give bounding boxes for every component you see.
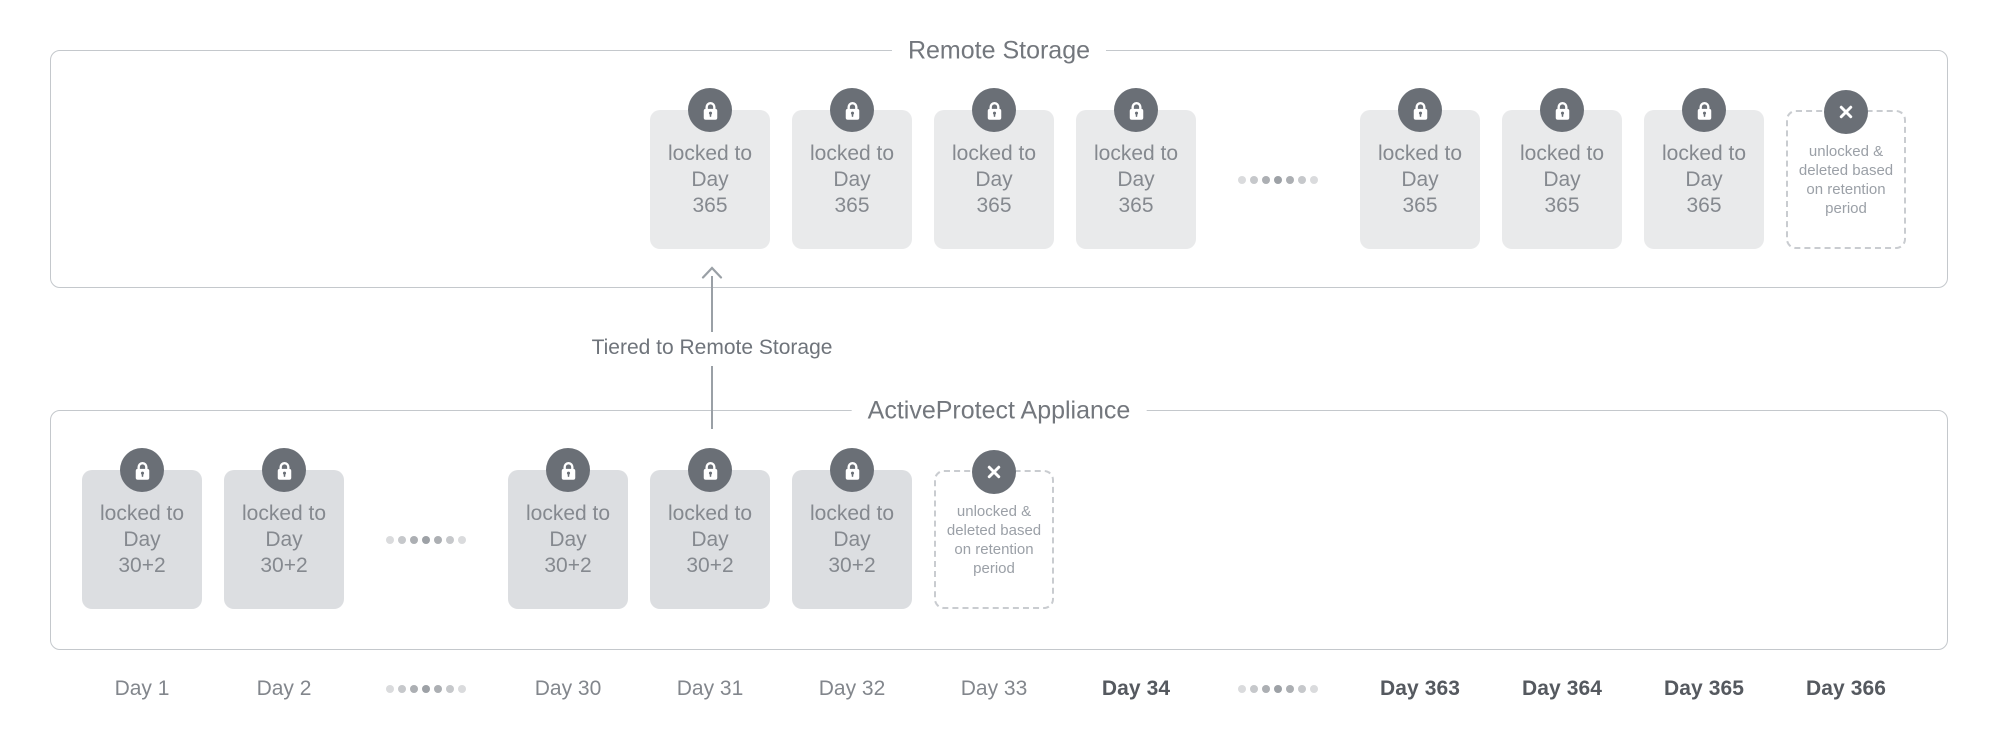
locked-backup-cell: locked to Day 365 [1360,88,1480,249]
dot [398,535,406,544]
locked-backup-cell: locked to Day 30+2 [82,448,202,609]
cell-label: unlocked & deleted based on retention pe… [946,502,1042,577]
cell-label: locked to Day 30+2 [525,501,611,577]
arrow-shaft-upper [711,276,713,332]
activeprotect-appliance-panel: ActiveProtect Appliance [50,396,1948,650]
dot [1238,175,1246,184]
dot [1274,175,1282,184]
axis-label-day-33: Day 33 [960,677,1028,700]
cell-label: locked to Day 365 [809,141,895,217]
cell-label: locked to Day 365 [1377,141,1463,217]
dot [434,535,442,544]
cell-label: locked to Day 365 [1093,141,1179,217]
locked-backup-cell: locked to Day 30+2 [650,448,770,609]
lock-icon [546,448,590,492]
locked-backup-cell: locked to Day 30+2 [224,448,344,609]
dot [1274,685,1282,693]
activeprotect-appliance-title: ActiveProtect Appliance [851,396,1147,426]
locked-backup-cell: locked to Day 365 [792,88,912,249]
dot [1310,685,1318,693]
dot [1286,175,1294,184]
axis-label-day-363: Day 363 [1379,677,1461,700]
axis-label-day-365: Day 365 [1663,677,1745,700]
dot [386,535,394,544]
axis-label-day-30: Day 30 [534,677,602,700]
dot [1298,175,1306,184]
locked-backup-cell: locked to Day 365 [1644,88,1764,249]
dot [1238,685,1246,693]
cell-label: locked to Day 30+2 [809,501,895,577]
lock-icon [830,88,874,132]
arrow-up-head [701,266,723,279]
dot [446,685,454,693]
dot [410,535,418,544]
ellipsis-dots [386,685,466,693]
cell-label: locked to Day 365 [951,141,1037,217]
lock-icon [688,88,732,132]
unlocked-backup-cell: unlocked & deleted based on retention pe… [934,450,1054,609]
remote-storage-title: Remote Storage [891,36,1107,66]
dot [1262,175,1270,184]
lock-icon [120,448,164,492]
x-circle-icon [972,450,1016,494]
dot [398,685,406,693]
ellipsis-dots [1238,685,1318,693]
dot [446,535,454,544]
cell-label: locked to Day 365 [667,141,753,217]
remote-storage-panel: Remote Storage [50,36,1948,288]
locked-backup-cell: locked to Day 365 [934,88,1054,249]
axis-label-day-31: Day 31 [676,677,744,700]
dot [1250,685,1258,693]
axis-label-day-366: Day 366 [1805,677,1887,700]
axis-label-day-364: Day 364 [1521,677,1603,700]
tiering-arrow-label: Tiered to Remote Storage [583,336,841,360]
dot [386,685,394,693]
dot [458,535,466,544]
cell-label: locked to Day 30+2 [99,501,185,577]
axis-label-day-34: Day 34 [1101,677,1171,700]
lock-icon [1114,88,1158,132]
cell-label: locked to Day 30+2 [667,501,753,577]
lock-icon [688,448,732,492]
arrow-shaft-lower [711,366,713,429]
dot [458,685,466,693]
locked-backup-cell: locked to Day 365 [1076,88,1196,249]
dot [1262,685,1270,693]
locked-backup-cell: locked to Day 30+2 [792,448,912,609]
axis-label-day-1: Day 1 [114,677,170,700]
lock-icon [1398,88,1442,132]
ellipsis-dots [1238,175,1318,184]
dot [1286,685,1294,693]
dot [422,535,430,544]
cell-label: locked to Day 30+2 [241,501,327,577]
lock-icon [262,448,306,492]
dot [1310,175,1318,184]
x-circle-icon [1824,90,1868,134]
ellipsis-dots [386,535,466,544]
dot [1250,175,1258,184]
lock-icon [972,88,1016,132]
axis-label-day-32: Day 32 [818,677,886,700]
dot [422,685,430,693]
locked-backup-cell: locked to Day 365 [650,88,770,249]
cell-label: locked to Day 365 [1519,141,1605,217]
locked-backup-cell: locked to Day 365 [1502,88,1622,249]
unlocked-backup-cell: unlocked & deleted based on retention pe… [1786,90,1906,249]
dot [410,685,418,693]
cell-label: locked to Day 365 [1661,141,1747,217]
dot [1298,685,1306,693]
lock-icon [1682,88,1726,132]
lock-icon [830,448,874,492]
cell-label: unlocked & deleted based on retention pe… [1798,142,1894,217]
lock-icon [1540,88,1584,132]
dot [434,685,442,693]
axis-label-day-2: Day 2 [256,677,312,700]
locked-backup-cell: locked to Day 30+2 [508,448,628,609]
